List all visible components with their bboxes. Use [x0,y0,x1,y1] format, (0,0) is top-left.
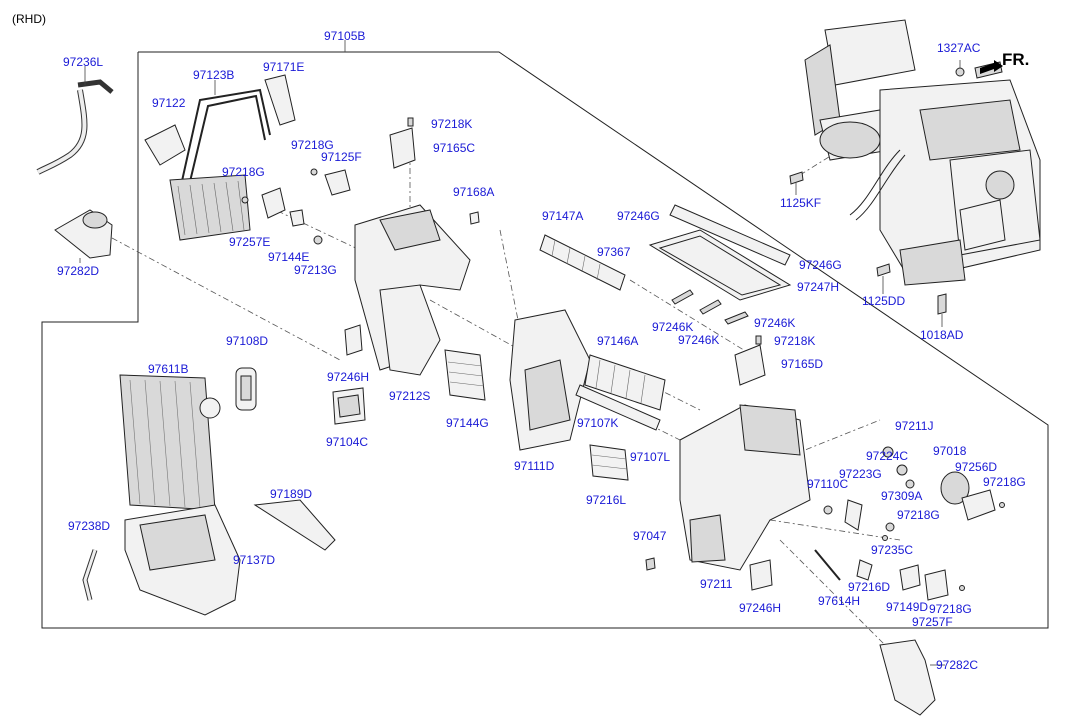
part-label-97149d[interactable]: 97149D [886,600,929,614]
part-label-97218g-d[interactable]: 97218G [897,508,940,522]
part-label-97223g[interactable]: 97223G [839,467,882,481]
case-97212s-icon [379,284,441,376]
part-label-97189d[interactable]: 97189D [270,487,313,501]
part-label-97147a[interactable]: 97147A [542,209,584,223]
part-label-97614h[interactable]: 97614H [818,594,861,608]
part-label-97211[interactable]: 97211 [700,577,733,591]
sensor-97125f-icon [324,169,351,196]
hvac-assembly-view [804,19,1041,286]
part-label-97047[interactable]: 97047 [633,529,667,543]
part-label-97125f[interactable]: 97125F [321,150,362,164]
part-label-97213g[interactable]: 97213G [294,263,337,277]
part-label-97144e[interactable]: 97144E [268,250,310,264]
part-label-97216d[interactable]: 97216D [848,580,891,594]
cover-97189d-icon [253,499,336,551]
part-label-97110c[interactable]: 97110C [807,477,849,491]
part-label-97218g-e[interactable]: 97218G [929,602,972,616]
part-label-97367[interactable]: 97367 [597,245,631,259]
part-label-97108d[interactable]: 97108D [226,334,269,348]
part-label-97107k[interactable]: 97107K [577,416,619,430]
part-label-97211j[interactable]: 97211J [895,419,934,433]
part-label-97018[interactable]: 97018 [933,444,967,458]
part-label-1125dd[interactable]: 1125DD [862,294,906,308]
part-label-1018ad[interactable]: 1018AD [920,328,964,342]
nut-1327ac-icon [955,67,965,77]
part-label-1327ac[interactable]: 1327AC [937,41,981,55]
part-label-97611b[interactable]: 97611B [148,362,189,376]
part-label-97218k-b[interactable]: 97218K [774,334,816,348]
part-label-97165d[interactable]: 97165D [781,357,824,371]
part-label-97218g-b[interactable]: 97218G [222,165,265,179]
part-label-97212s[interactable]: 97212S [389,389,431,403]
part-label-97257e[interactable]: 97257E [229,235,271,249]
bracket-97171e-icon [264,74,296,126]
part-label-97144g[interactable]: 97144G [446,416,489,430]
variant-label: (RHD) [12,12,46,26]
part-label-97218k-a[interactable]: 97218K [431,117,473,131]
assembly-frame [41,51,1049,629]
part-label-97309a[interactable]: 97309A [881,489,923,503]
direction-label: FR. [1002,50,1030,69]
part-label-97224c[interactable]: 97224C [866,449,909,463]
part-label-97216l[interactable]: 97216L [586,493,627,507]
part-label-97105b[interactable]: 97105B [324,29,366,43]
part-label-97122[interactable]: 97122 [152,96,186,110]
part-label-97246h-b[interactable]: 97246H [739,601,782,615]
heater-core-icon [119,374,216,511]
part-label-97247h[interactable]: 97247H [797,280,840,294]
valve-97257e-icon [261,187,286,219]
part-label-97246k-a[interactable]: 97246K [652,320,694,334]
part-label-97282d[interactable]: 97282D [57,264,100,278]
part-label-97236l[interactable]: 97236L [63,55,104,69]
evaporator-core-icon [169,174,251,241]
part-label-97235c[interactable]: 97235C [871,543,914,557]
part-label-97282c[interactable]: 97282C [936,658,979,672]
part-label-97168a[interactable]: 97168A [453,185,495,199]
part-label-97111d[interactable]: 97111D [514,459,555,473]
part-label-97137d[interactable]: 97137D [233,553,276,567]
actuator-97018-icon [940,471,970,505]
part-label-97256d[interactable]: 97256D [955,460,998,474]
part-label-97104c[interactable]: 97104C [326,435,369,449]
part-label-97107l[interactable]: 97107L [630,450,671,464]
bracket-97122-icon [144,124,186,166]
part-label-1125kf[interactable]: 1125KF [780,196,822,210]
bolt-1018ad-icon [937,293,947,315]
part-label-97171e[interactable]: 97171E [263,60,305,74]
part-label-97123b[interactable]: 97123B [193,68,235,82]
part-label-97257f[interactable]: 97257F [912,615,953,629]
part-label-97146a[interactable]: 97146A [597,334,639,348]
part-label-97218g-c[interactable]: 97218G [983,475,1026,489]
part-label-97218g-a[interactable]: 97218G [291,138,334,152]
part-label-97246k-c[interactable]: 97246K [678,333,720,347]
bolt-1125kf-icon [789,171,804,185]
duct-97282c-icon [879,639,936,716]
part-label-97246h-a[interactable]: 97246H [327,370,370,384]
bolt-1125dd-icon [876,263,891,277]
part-label-97165c[interactable]: 97165C [433,141,476,155]
part-label-97246g-b[interactable]: 97246G [799,258,842,272]
part-label-97246k-b[interactable]: 97246K [754,316,796,330]
part-label-97238d[interactable]: 97238D [68,519,111,533]
part-label-97246g-a[interactable]: 97246G [617,209,660,223]
bracket-97165c-icon [389,127,416,169]
